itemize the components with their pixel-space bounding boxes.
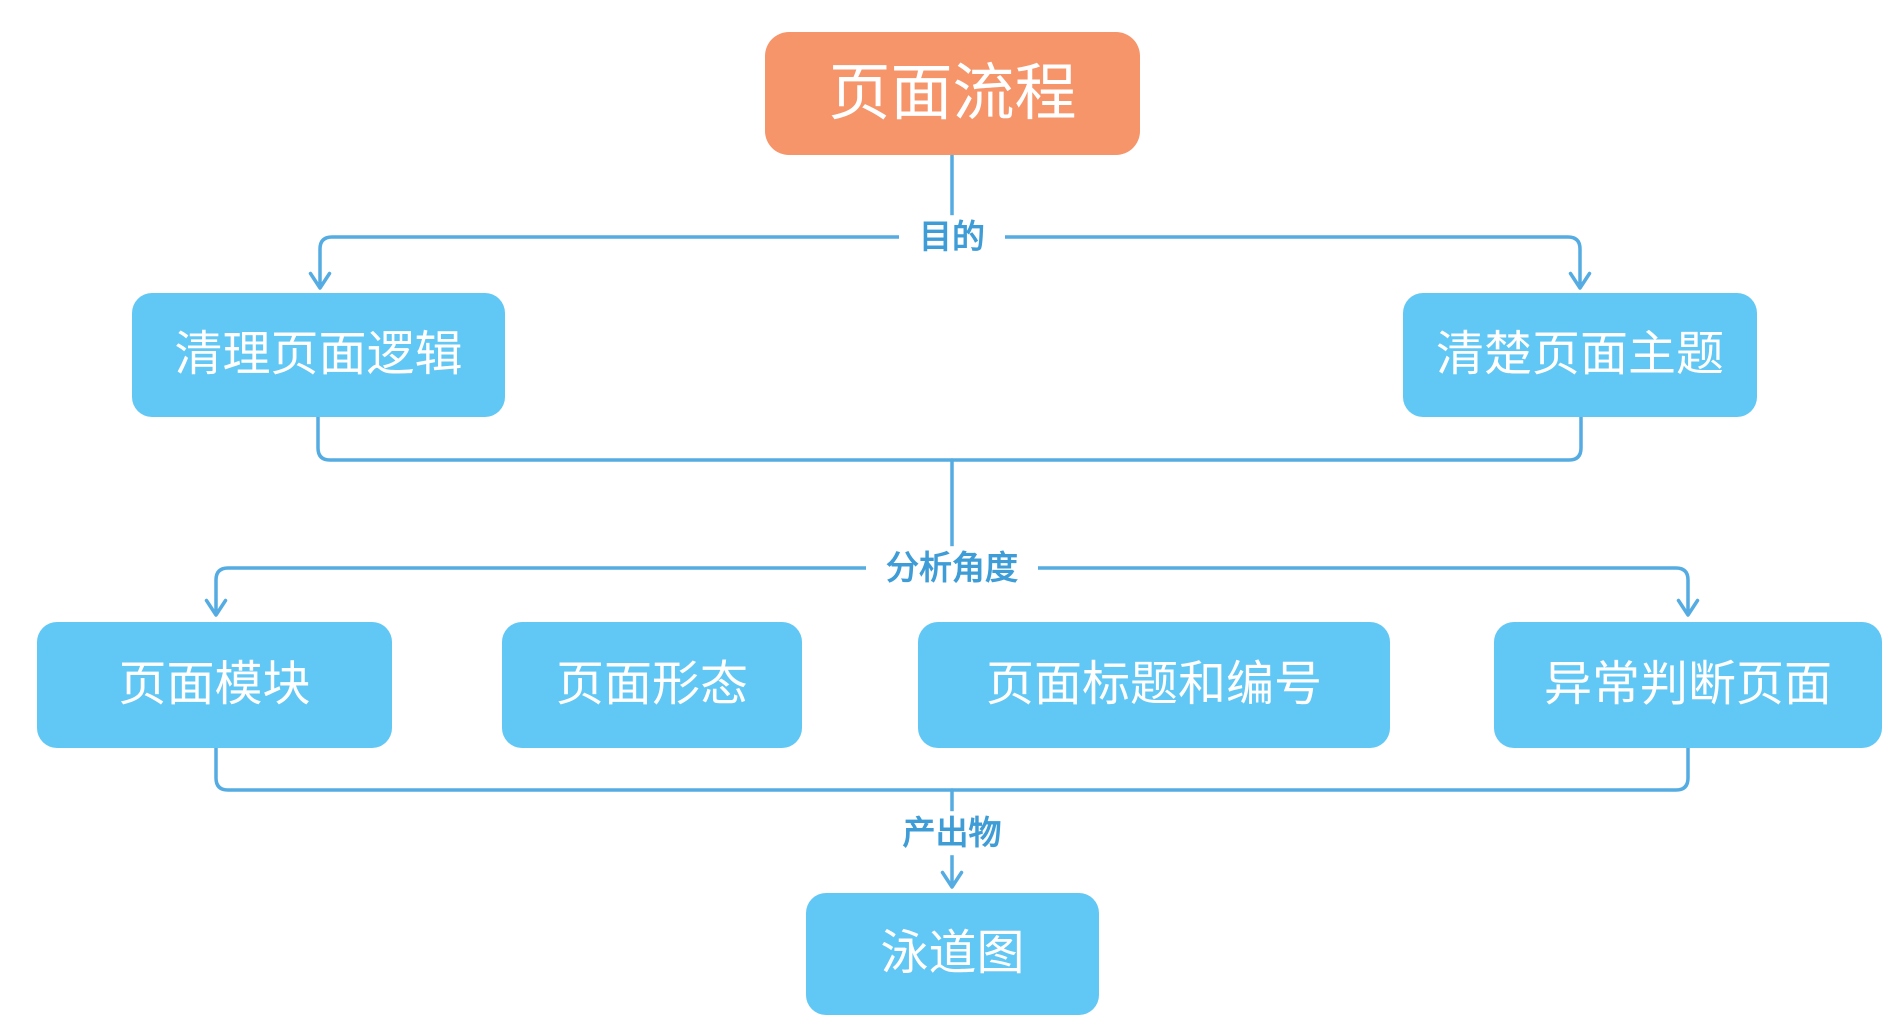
edge-analysis-right-arrow xyxy=(950,566,1700,617)
node-label: 清楚页面主题 xyxy=(1435,328,1724,381)
edge-purpose-merge xyxy=(316,415,1583,462)
node-label: 页面标题和编号 xyxy=(985,658,1322,711)
node-label: 泳道图 xyxy=(880,927,1025,980)
node-clean-page-logic[interactable]: 清理页面逻辑 xyxy=(132,293,505,417)
node-page-title-and-number[interactable]: 页面标题和编号 xyxy=(918,622,1390,748)
node-label: 页面模块 xyxy=(118,658,311,711)
edge-label-deliverable: 产出物 xyxy=(882,811,1022,855)
edge-analysis-merge xyxy=(214,746,1690,792)
node-label: 清理页面逻辑 xyxy=(174,328,463,381)
edge-label-purpose: 目的 xyxy=(899,215,1005,259)
node-label: 页面形态 xyxy=(555,658,748,711)
edge-purpose-left-arrow xyxy=(308,235,954,290)
node-clear-page-theme[interactable]: 清楚页面主题 xyxy=(1403,293,1757,417)
edge-label-analysis-angle: 分析角度 xyxy=(866,546,1038,590)
node-exception-judgment-page[interactable]: 异常判断页面 xyxy=(1494,622,1882,748)
node-page-module[interactable]: 页面模块 xyxy=(37,622,392,748)
node-swimlane-diagram[interactable]: 泳道图 xyxy=(806,893,1099,1015)
edge-analysis-left-arrow xyxy=(204,566,954,617)
node-label: 异常判断页面 xyxy=(1543,658,1832,711)
edge-purpose-right-arrow xyxy=(950,235,1592,290)
node-label: 页面流程 xyxy=(828,58,1077,128)
node-page-form[interactable]: 页面形态 xyxy=(502,622,802,748)
node-page-flow[interactable]: 页面流程 xyxy=(765,32,1140,155)
